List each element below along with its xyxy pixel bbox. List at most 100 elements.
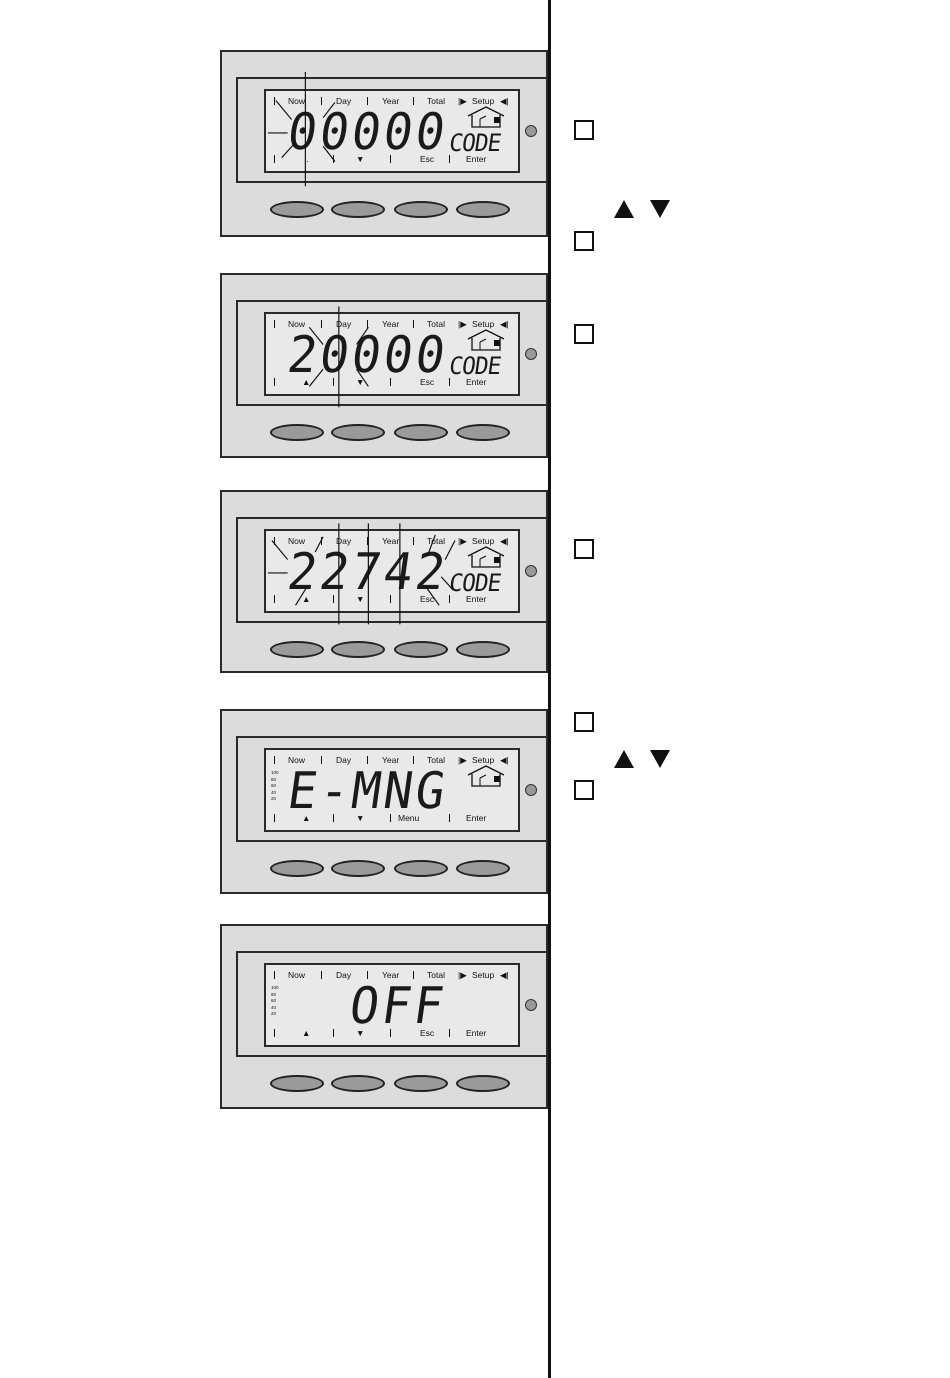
display-frame: Now Day Year Total |▶ Setup ◀| 100 80 60… [236,736,548,842]
label-year: Year [382,96,400,106]
label-day: Day [336,755,352,765]
segment-display: 22742 [284,542,452,602]
status-led [525,784,537,796]
step-checkbox-1 [574,120,594,140]
code-label: CODE [447,569,503,597]
label-day: Day [336,96,352,106]
house-icon [467,546,505,568]
up-arrow-icon: ▲ [302,813,311,823]
label-setup: Setup [472,536,495,546]
segment-display: OFF [346,976,450,1036]
display-panel-3: Now Day Year Total |▶ Setup ◀| 22742 COD… [220,490,548,673]
play-right-icon: |▶ [458,755,467,765]
panel-button-1[interactable] [270,641,324,658]
up-down-arrows-icon [614,200,670,218]
panel-button-3[interactable] [394,1075,448,1092]
play-right-icon: |▶ [458,319,467,329]
panel-button-4[interactable] [456,1075,510,1092]
panel-button-1[interactable] [270,1075,324,1092]
down-arrow-icon: ▼ [356,594,365,604]
panel-button-2[interactable] [331,424,385,441]
button-row [270,424,518,442]
label-total: Total [427,755,445,765]
play-right-icon: |▶ [458,970,467,980]
play-left-icon: ◀| [500,96,509,106]
label-now: Now [288,970,306,980]
panel-button-3[interactable] [394,201,448,218]
panel-button-3[interactable] [394,641,448,658]
status-led [525,565,537,577]
up-down-arrows-icon [614,750,670,768]
code-label: CODE [447,129,503,157]
up-arrow-icon: ▲ [302,377,311,387]
panel-button-3[interactable] [394,860,448,877]
label-esc: Esc [420,594,435,604]
down-arrow-icon: ▼ [356,813,365,823]
label-now: Now [288,755,306,765]
lcd-top-labels: Now Day Year Total |▶ Setup ◀| [266,970,518,982]
label-esc: Esc [420,154,435,164]
display-frame: Now Day Year Total |▶ Setup ◀| 22742 COD… [236,517,548,625]
label-total: Total [427,970,445,980]
display-frame: Now Day Year Total |▶ Setup ◀| 20000 COD… [236,300,548,408]
label-day: Day [336,319,352,329]
step-checkbox-4 [574,539,594,559]
display-panel-2: Now Day Year Total |▶ Setup ◀| 20000 COD… [220,273,548,458]
panel-button-1[interactable] [270,201,324,218]
display-panel-5: Now Day Year Total |▶ Setup ◀| 100 80 60… [220,924,548,1109]
segment-display: 00000 [284,102,452,162]
lcd-bottom-labels: .. ▼ Esc Enter [266,154,518,166]
button-row [270,201,518,219]
step-checkbox-3 [574,324,594,344]
label-enter: Enter [466,154,487,164]
label-setup: Setup [472,319,495,329]
display-frame: Now Day Year Total |▶ Setup ◀| 00000 COD… [236,71,548,187]
lcd-screen: Now Day Year Total |▶ Setup ◀| 00000 COD… [264,71,520,187]
panel-button-2[interactable] [331,201,385,218]
play-right-icon: |▶ [458,536,467,546]
display-panel-1: Now Day Year Total |▶ Setup ◀| 00000 COD… [220,50,548,237]
panel-button-4[interactable] [456,860,510,877]
play-left-icon: ◀| [500,970,509,980]
lcd-screen: Now Day Year Total |▶ Setup ◀| 100 80 60… [264,748,520,832]
step-checkbox-6 [574,780,594,800]
panel-button-4[interactable] [456,424,510,441]
label-total: Total [427,319,445,329]
label-setup: Setup [472,970,495,980]
label-setup: Setup [472,96,495,106]
house-icon [467,106,505,128]
lcd-screen: Now Day Year Total |▶ Setup ◀| 20000 COD… [264,306,520,408]
status-led [525,348,537,360]
panel-button-4[interactable] [456,641,510,658]
play-left-icon: ◀| [500,319,509,329]
panel-button-1[interactable] [270,860,324,877]
panel-button-2[interactable] [331,860,385,877]
percent-scale: 100 80 60 40 20 [271,985,279,1016]
lcd-bottom-labels: ▲ ▼ Esc Enter [266,1028,518,1040]
label-now: Now [288,96,306,106]
lcd-bottom-labels: ▲ ▼ Esc Enter [266,377,518,389]
button-row [270,641,518,659]
lcd-screen: Now Day Year Total |▶ Setup ◀| 100 80 60… [264,963,520,1047]
up-arrow-icon: ▲ [302,594,311,604]
label-day: Day [336,970,352,980]
panel-button-3[interactable] [394,424,448,441]
segment-display: E-MNG [284,761,452,821]
step-checkbox-2 [574,231,594,251]
panel-button-2[interactable] [331,641,385,658]
dots-icon: .. [304,154,309,164]
play-left-icon: ◀| [500,536,509,546]
panel-button-4[interactable] [456,201,510,218]
label-year: Year [382,970,400,980]
label-setup: Setup [472,755,495,765]
label-now: Now [288,536,306,546]
panel-button-1[interactable] [270,424,324,441]
panel-button-2[interactable] [331,1075,385,1092]
lcd-bottom-labels: ▲ ▼ Menu Enter [266,813,518,825]
label-enter: Enter [466,813,487,823]
house-icon [467,765,505,787]
status-led [525,125,537,137]
house-icon [467,329,505,351]
label-esc: Esc [420,1028,435,1038]
step-checkbox-5 [574,712,594,732]
